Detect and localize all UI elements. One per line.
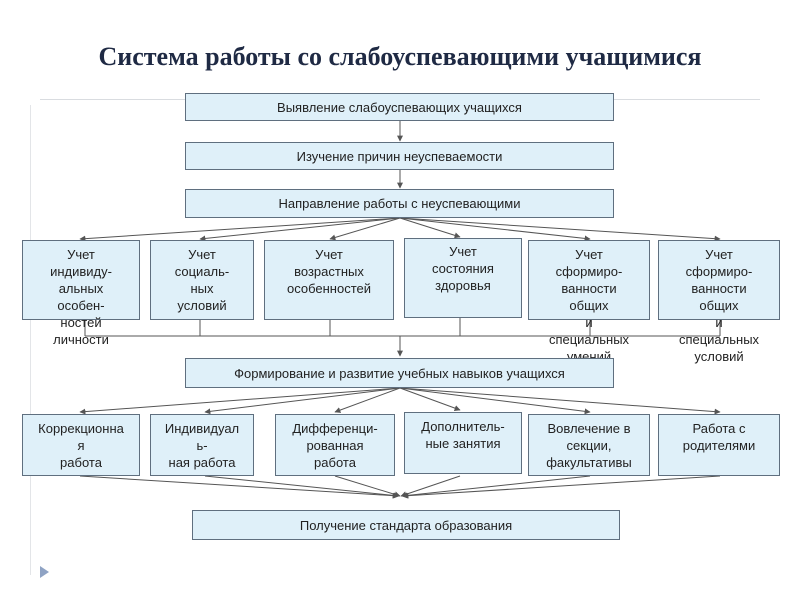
middle-skills-label: Формирование и развитие учебных навыков … <box>234 365 565 381</box>
result-standard-label: Получение стандарта образования <box>299 517 513 533</box>
form-correction-label: Коррекционна я работа <box>38 421 124 470</box>
arrow-form-2-to-result <box>204 475 400 499</box>
arrow-to-form-2 <box>204 387 401 415</box>
arrow-to-form-5 <box>399 387 591 415</box>
factor-conditions-box: Учет сформиро- ванности общих и специаль… <box>658 240 780 364</box>
step-study-label: Изучение причин неуспеваемости <box>296 148 503 164</box>
form-differentiated-label: Дифференци- рованная работа <box>292 421 378 470</box>
arrow-to-factor-2 <box>199 217 401 242</box>
middle-skills-box: Формирование и развитие учебных навыков … <box>185 358 614 388</box>
arrow-to-factor-4 <box>399 217 461 239</box>
form-correction-box: Коррекционна я работа <box>22 414 140 476</box>
arrow-form-5-to-result <box>401 475 591 499</box>
arrow-form-4-to-result <box>400 475 461 498</box>
step-identify-box: Выявление слабоуспевающих учащихся <box>185 93 614 121</box>
step-study-box: Изучение причин неуспеваемости <box>185 142 614 170</box>
step-identify-label: Выявление слабоуспевающих учащихся <box>277 99 522 115</box>
step-direction-label: Направление работы с неуспевающими <box>278 196 521 211</box>
arrow-form-1-to-result <box>79 475 399 499</box>
factor-health-label: Учет состояния здоровья <box>432 244 494 293</box>
form-individual-box: Индивидуал ь- ная работа <box>150 414 254 476</box>
arrow-to-form-1 <box>79 387 401 415</box>
form-sections-label: Вовлечение в секции, факультативы <box>546 421 632 470</box>
form-additional-box: Дополнитель- ные занятия <box>404 412 522 474</box>
factor-individual-label: Учет индивиду- альных особен- ностей лич… <box>50 247 112 347</box>
slide-bullet-icon <box>40 566 49 578</box>
form-differentiated-box: Дифференци- рованная работа <box>275 414 395 476</box>
factor-social-box: Учет социаль- ных условий <box>150 240 254 320</box>
factor-individual-box: Учет индивиду- альных особен- ностей лич… <box>22 240 140 347</box>
arrow-form-6-to-result <box>402 475 721 499</box>
factor-health-box: Учет состояния здоровья <box>404 238 522 318</box>
arrow-to-factor-3 <box>329 217 401 241</box>
arrow-to-form-6 <box>399 387 721 415</box>
factor-age-label: Учет возрастных особенностей <box>286 247 372 296</box>
form-parents-box: Работа с родителями <box>658 414 780 476</box>
form-parents-label: Работа с родителями <box>682 421 756 453</box>
form-additional-label: Дополнитель- ные занятия <box>421 419 505 451</box>
factor-skills-box: Учет сформиро- ванности общих и специаль… <box>528 240 650 364</box>
factor-skills-label: Учет сформиро- ванности общих и специаль… <box>548 247 630 364</box>
diagram-title: Система работы со слабоуспевающими учащи… <box>98 42 702 71</box>
arrow-to-factor-5 <box>399 217 591 242</box>
arrow-to-form-4 <box>399 387 461 411</box>
left-rule <box>30 105 31 575</box>
arrow-to-form-3 <box>334 387 401 413</box>
form-individual-label: Индивидуал ь- ная работа <box>164 421 240 470</box>
arrow-to-factor-6 <box>399 217 721 242</box>
form-sections-box: Вовлечение в секции, факультативы <box>528 414 650 476</box>
factor-age-box: Учет возрастных особенностей <box>264 240 394 320</box>
arrow-to-factor-1 <box>79 217 401 242</box>
factor-conditions-label: Учет сформиро- ванности общих и специаль… <box>678 247 760 364</box>
result-standard-box: Получение стандарта образования <box>192 510 620 540</box>
factor-social-label: Учет социаль- ных условий <box>174 247 230 313</box>
step-direction-box: Направление работы с неуспевающими <box>185 189 614 218</box>
arrow-form-3-to-result <box>334 475 401 498</box>
